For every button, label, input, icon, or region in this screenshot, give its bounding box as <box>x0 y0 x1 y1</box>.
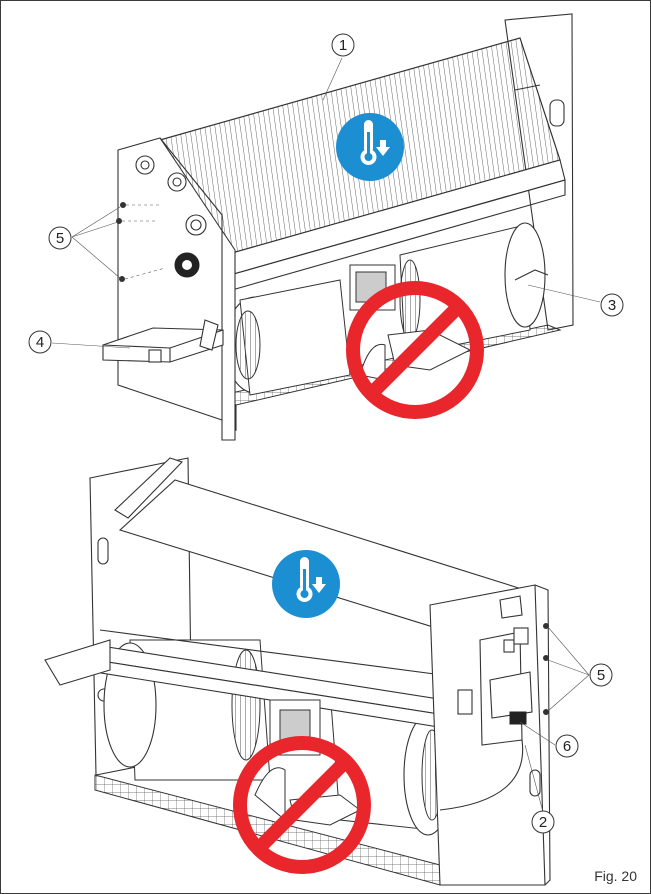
top-screws <box>116 202 166 282</box>
no-hands-prohibition-icon <box>346 281 484 419</box>
bottom-screws <box>543 623 549 715</box>
bottom-unit <box>44 457 551 886</box>
callout-1: 1 <box>322 33 355 101</box>
callout-3: 3 <box>527 284 624 317</box>
svg-text:5: 5 <box>597 667 605 684</box>
top-fan-right <box>399 222 546 356</box>
top-fan-left <box>224 279 351 396</box>
callout-4: 4 <box>28 330 131 354</box>
thermometer-down-icon <box>336 113 404 181</box>
top-unit <box>102 13 574 441</box>
callout-2: 2 <box>524 744 555 834</box>
svg-text:4: 4 <box>36 334 44 351</box>
figure-label: Fig. 20 <box>594 868 637 884</box>
svg-text:5: 5 <box>56 230 64 247</box>
drain-tray <box>102 319 224 363</box>
svg-text:2: 2 <box>539 814 547 831</box>
callout-5-bottom: 5 <box>547 626 613 712</box>
callout-6: 6 <box>519 721 579 758</box>
callout-5-top: 5 <box>48 206 121 279</box>
svg-text:6: 6 <box>563 738 571 755</box>
electrical-box <box>439 595 533 811</box>
top-left-side-panel <box>117 137 236 441</box>
thermometer-down-icon <box>272 550 340 618</box>
svg-text:1: 1 <box>339 37 347 54</box>
svg-text:3: 3 <box>608 297 616 314</box>
no-hands-prohibition-icon <box>233 736 371 874</box>
